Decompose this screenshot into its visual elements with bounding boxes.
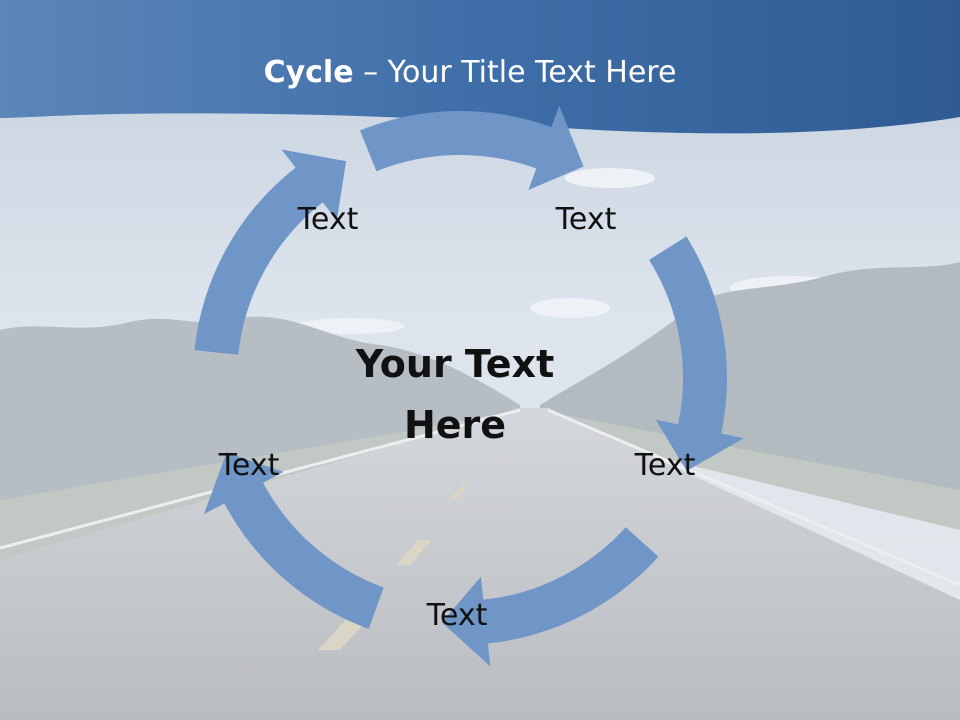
step-label-right: Text [634,448,696,483]
arrow-left [194,149,347,355]
arrow-bottom-left [203,452,384,629]
step-label-bottom: Text [426,598,488,633]
header-band [0,0,960,134]
road [0,408,960,720]
title-bold: Cycle [263,55,354,90]
tree-line-left [0,316,520,510]
arrow-top [359,105,584,191]
title-rest: – Your Title Text Here [353,55,677,90]
cloud [530,298,610,318]
center-text: Your Text Here [355,342,555,447]
step-label-left: Text [218,448,280,483]
step-label-top-right: Text [555,202,617,237]
cloud [295,318,405,334]
cloud [565,168,655,188]
arrow-bottom-right [441,527,659,667]
tree-line-right [540,262,960,520]
arrow-right [649,236,744,471]
slide-title: Cycle – Your Title Text Here [0,55,940,90]
step-label-top-left: Text [297,202,359,237]
